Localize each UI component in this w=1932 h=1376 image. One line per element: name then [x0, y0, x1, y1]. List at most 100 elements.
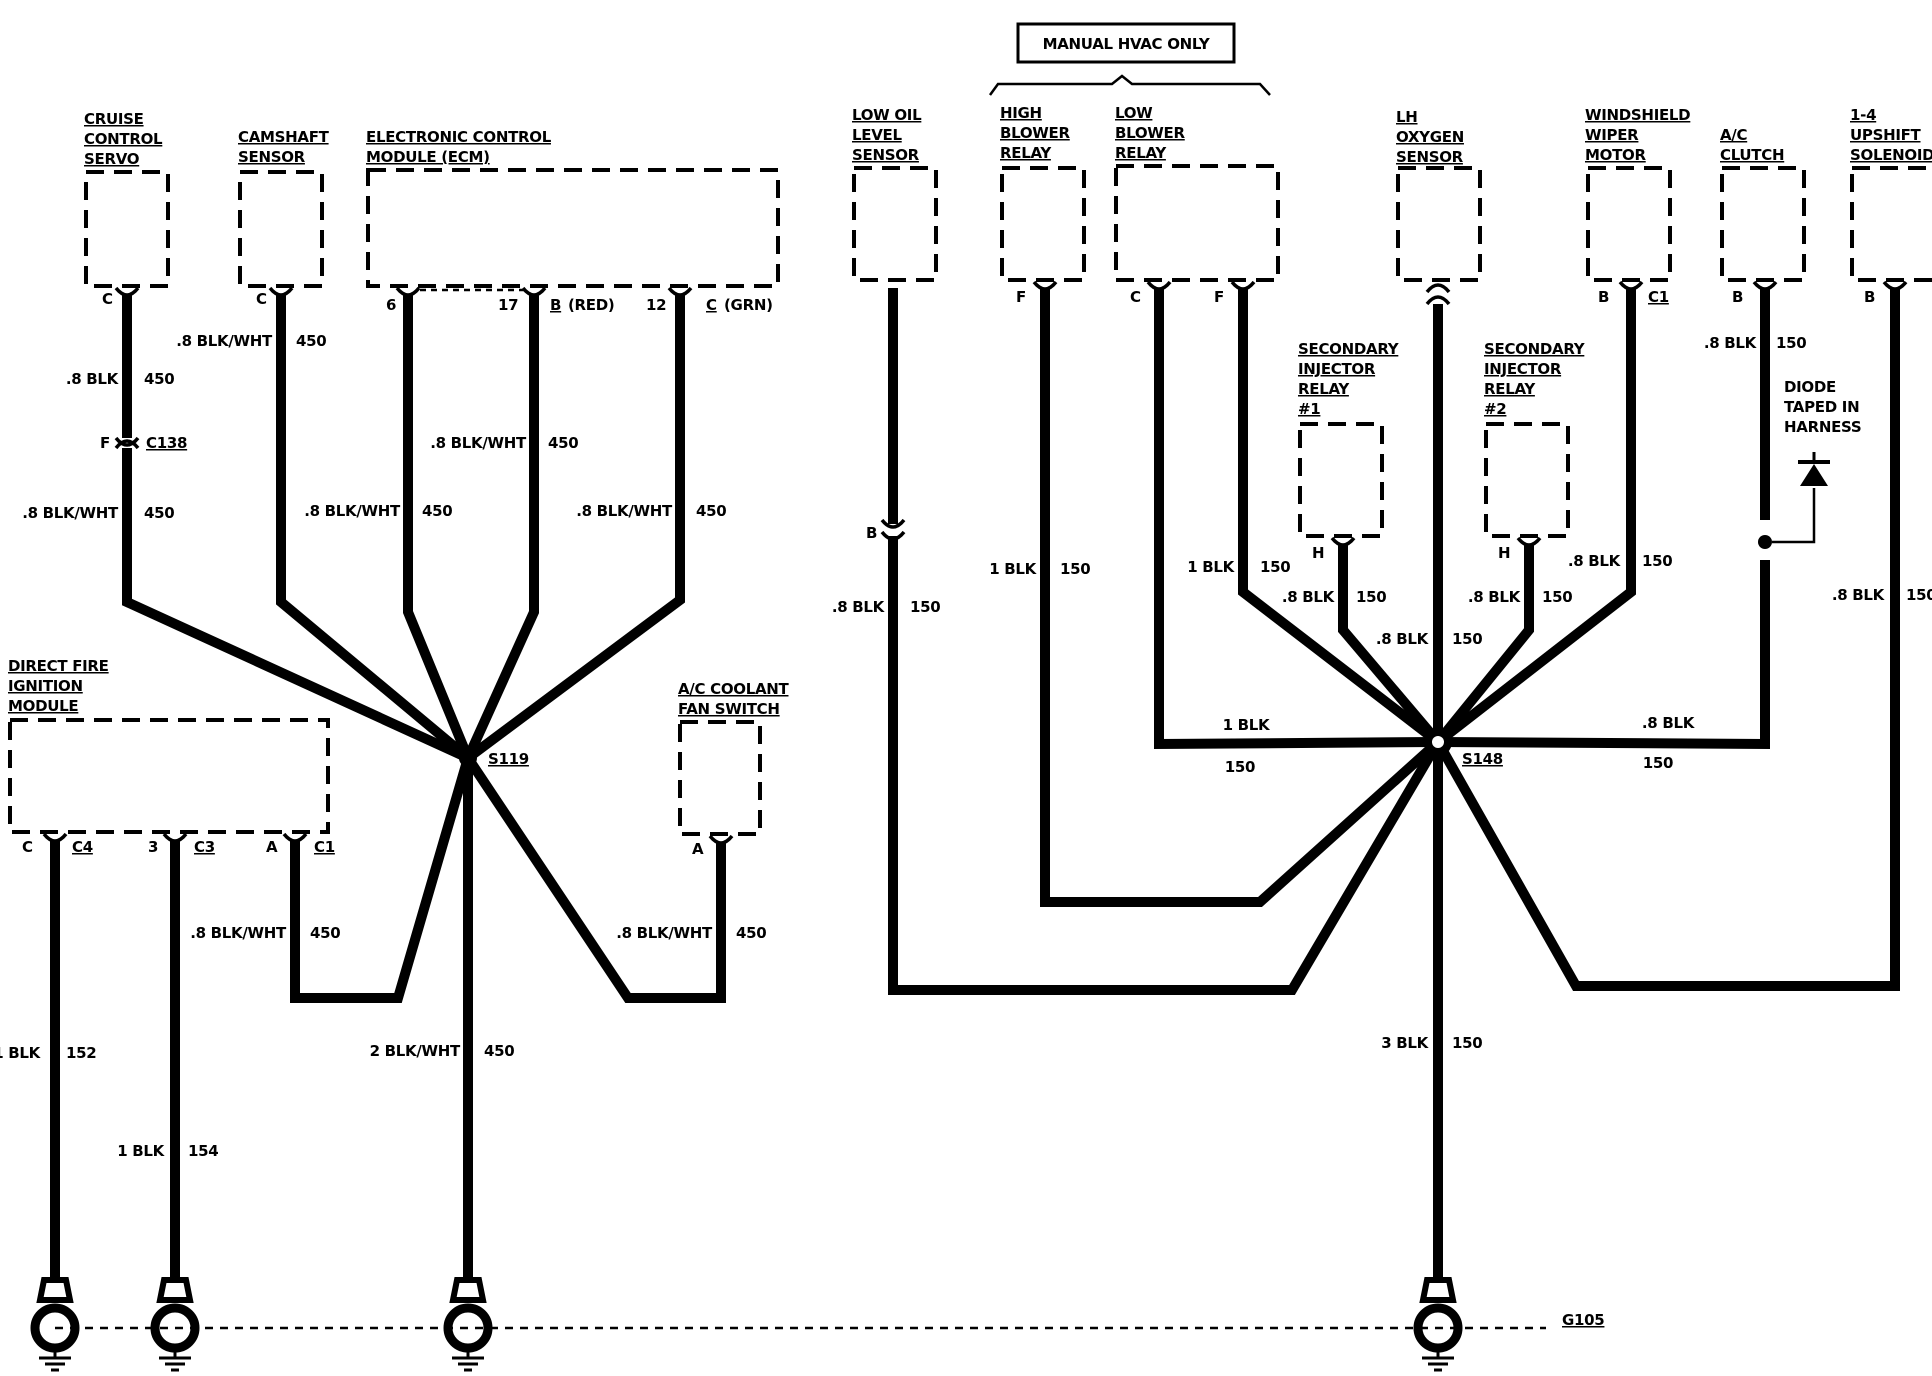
wire-dfiC-circuit: 152	[66, 1044, 96, 1062]
wire-lowblowerC-circuit: 150	[1225, 758, 1255, 776]
connector-c138: C138	[146, 434, 187, 452]
ground-g105-label: G105	[1562, 1311, 1604, 1329]
pin-dfiC: C	[22, 838, 33, 856]
wire-s148-ground-circuit: 150	[1452, 1034, 1482, 1052]
wire-cruise-bot-size: .8 BLK/WHT	[22, 504, 119, 522]
pin-ecm6: 6	[386, 296, 396, 314]
wiper-label-1: WINDSHIELD	[1585, 106, 1690, 124]
pin-acfan: A	[692, 840, 704, 858]
lowoil-label-3: SENSOR	[852, 146, 920, 164]
component-boxes	[8, 164, 1932, 836]
pin-c138: F	[100, 434, 110, 452]
acclutch-label-2: CLUTCH	[1720, 146, 1784, 164]
sec1-label-4: #1	[1298, 400, 1320, 418]
splice-s148-label: S148	[1462, 750, 1503, 768]
camshaft-label-2: SENSOR	[238, 148, 306, 166]
diode-symbol	[1758, 452, 1830, 549]
pin-ecm12: 12	[646, 296, 666, 314]
connector-dfiC1: C1	[314, 838, 335, 856]
dfi-label-2: IGNITION	[8, 677, 83, 695]
connector-wiperC1: C1	[1648, 288, 1669, 306]
pin-ecmC: C	[706, 296, 717, 314]
ground-eyelet-4	[1413, 1277, 1463, 1372]
wire-ecm17-circuit: 450	[548, 434, 578, 452]
camshaft-sensor-box	[238, 170, 324, 288]
sec2-label-1: SECONDARY	[1484, 340, 1586, 358]
wire-ecm12-size: .8 BLK/WHT	[576, 502, 673, 520]
wire-clutch-circuit: 150	[1776, 334, 1806, 352]
cruise-label-3: SERVO	[84, 150, 139, 168]
wire-ecm12-circuit: 450	[696, 502, 726, 520]
pin-lowblowerF: F	[1214, 288, 1224, 306]
pin-upshift: B	[1864, 288, 1875, 306]
wire-cam-circuit: 450	[296, 332, 326, 350]
ecm-box	[366, 168, 780, 288]
wire-acfan-circuit: 450	[736, 924, 766, 942]
upshift-solenoid-box	[1850, 166, 1932, 282]
wires-s119	[50, 294, 726, 1282]
high-blower-relay-box	[1000, 166, 1086, 282]
sec2-label-2: INJECTOR	[1484, 360, 1562, 378]
wire-lowoil-size: .8 BLK	[832, 598, 886, 616]
ac-coolant-fan-switch-box	[678, 720, 762, 836]
wire-sec2-circuit: 150	[1542, 588, 1572, 606]
wire-lowblowerF-circuit: 150	[1260, 558, 1290, 576]
wire-dfi3-circuit: 154	[188, 1142, 218, 1160]
splice-labels: S119 S148	[488, 750, 1503, 768]
ground-symbols: G105	[30, 1277, 1605, 1372]
pin-highblower: F	[1016, 288, 1026, 306]
pin-ecmB: B	[550, 296, 561, 314]
secondary-injector-relay-1-box	[1298, 422, 1384, 538]
wiper-label-2: WIPER	[1585, 126, 1639, 144]
lowoil-label-1: LOW OIL	[852, 106, 922, 124]
pin-labels: C C 6 17 B (RED) 12 C (GRN) F C138 C C4 …	[22, 288, 1875, 858]
upshift-label-2: UPSHIFT	[1850, 126, 1922, 144]
pin-sec2: H	[1498, 544, 1510, 562]
pin-dfiA: A	[266, 838, 278, 856]
ground-eyelet-2	[150, 1277, 200, 1372]
lowblower-label-2: BLOWER	[1115, 124, 1186, 142]
wire-acfan-size: .8 BLK/WHT	[616, 924, 713, 942]
wire-dfiA-circuit: 450	[310, 924, 340, 942]
lowblower-label-3: RELAY	[1115, 144, 1167, 162]
upshift-label-3: SOLENOID	[1850, 146, 1932, 164]
pin-wiperB: B	[1598, 288, 1609, 306]
connector-dfiC4: C4	[72, 838, 93, 856]
sec2-label-4: #2	[1484, 400, 1506, 418]
wire-sec2-size: .8 BLK	[1468, 588, 1522, 606]
wire-upshift-size: .8 BLK	[1832, 586, 1886, 604]
pin-sec1: H	[1312, 544, 1324, 562]
windshield-wiper-motor-box	[1586, 166, 1672, 282]
wire-dfiC-size: 1 BLK	[0, 1044, 42, 1062]
sec2-label-3: RELAY	[1484, 380, 1536, 398]
splice-s119-label: S119	[488, 750, 529, 768]
wire-clutch-size: .8 BLK	[1704, 334, 1758, 352]
upshift-label-1: 1-4	[1850, 106, 1876, 124]
wire-lowoil-circuit: 150	[910, 598, 940, 616]
wire-s119-ground-size: 2 BLK/WHT	[370, 1042, 461, 1060]
splice-s119-dot	[459, 749, 477, 767]
lowoil-label-2: LEVEL	[852, 126, 902, 144]
lho2-label-1: LH	[1396, 108, 1418, 126]
wiper-label-3: MOTOR	[1585, 146, 1646, 164]
camshaft-label-1: CAMSHAFT	[238, 128, 330, 146]
wire-cruise-top-circuit: 450	[144, 370, 174, 388]
pin-cruise: C	[102, 290, 113, 308]
lh-oxygen-sensor-box	[1396, 166, 1482, 282]
lho2-label-3: SENSOR	[1396, 148, 1464, 166]
diode-label-3: HARNESS	[1784, 418, 1861, 436]
cruise-control-servo-box	[84, 170, 170, 288]
manual-hvac-label: MANUAL HVAC ONLY	[1043, 35, 1211, 53]
highblower-label-2: BLOWER	[1000, 124, 1071, 142]
cruise-label-1: CRUISE	[84, 110, 144, 128]
wire-clutch-horizontal-circuit: 150	[1643, 754, 1673, 772]
low-blower-relay-box	[1114, 164, 1280, 282]
ground-eyelet-1	[30, 1277, 80, 1372]
lho2-label-2: OXYGEN	[1396, 128, 1464, 146]
sec1-label-2: INJECTOR	[1298, 360, 1376, 378]
pin-lowoil-inline: B	[866, 524, 877, 542]
pin-ecmC-color: (GRN)	[724, 296, 773, 314]
low-oil-level-sensor-box	[852, 166, 938, 282]
wire-highblower-circuit: 150	[1060, 560, 1090, 578]
